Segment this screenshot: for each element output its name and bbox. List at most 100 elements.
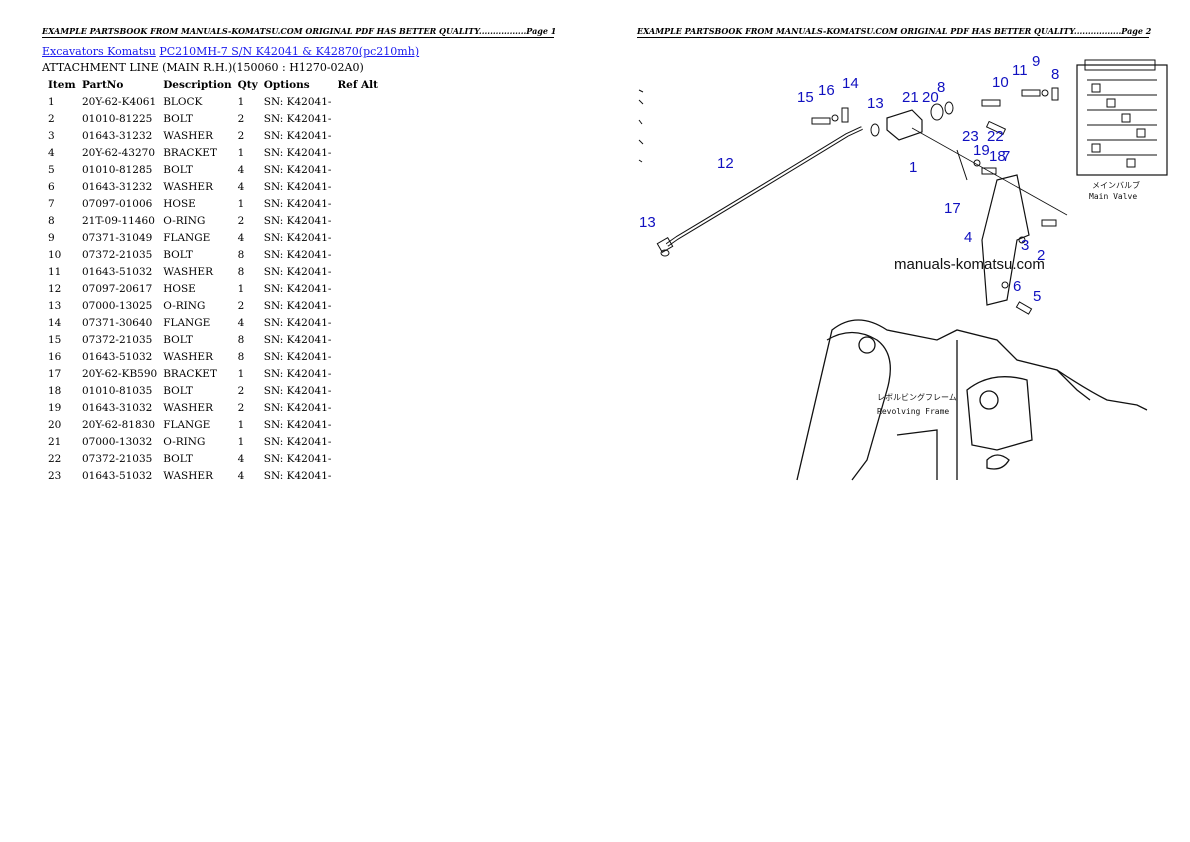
quantity-cell: 4: [237, 180, 245, 193]
options-cell: SN: K42041-: [263, 282, 332, 295]
callout-7: 7: [1002, 148, 1010, 165]
breadcrumb-category-link[interactable]: Excavators Komatsu: [42, 45, 156, 58]
fasteners-drawing: [811, 87, 1059, 315]
description-cell: BRACKET: [163, 146, 217, 159]
quantity-cell: 8: [237, 248, 245, 261]
quantity-cell: 1: [237, 435, 245, 448]
options-cell: SN: K42041-: [263, 418, 332, 431]
options-cell: SN: K42041-: [263, 299, 332, 312]
item-number-cell: 13: [48, 299, 62, 312]
quantity-cell: 1: [237, 95, 245, 108]
description-cell: O-RING: [163, 299, 206, 312]
quantity-cell: 8: [237, 333, 245, 346]
description-cell: FLANGE: [163, 418, 211, 431]
part-number-cell: 01010-81035: [82, 384, 153, 397]
callout-13: 13: [639, 214, 656, 231]
part-number-cell: 07371-31049: [82, 231, 153, 244]
item-number-cell: 8: [48, 214, 55, 227]
item-number-cell: 21: [48, 435, 62, 448]
description-cell: BOLT: [163, 384, 193, 397]
item-number-cell: 9: [48, 231, 55, 244]
item-number-cell: 20: [48, 418, 62, 431]
quantity-cell: 1: [237, 282, 245, 295]
section-title: ATTACHMENT LINE (MAIN R.H.)(150060 : H12…: [42, 61, 364, 74]
left-edge-marks: [638, 89, 644, 163]
breadcrumb-model-link[interactable]: PC210MH-7 S/N K42041 & K42870(pc210mh): [159, 45, 420, 58]
callout-8: 8: [937, 79, 945, 96]
ref-alt-cell: [334, 212, 381, 229]
column-header-ref-alt: Ref Alt: [337, 79, 379, 91]
column-header-partno: PartNo: [82, 79, 124, 91]
callout-19: 19: [973, 142, 990, 159]
quantity-cell: 4: [237, 469, 245, 482]
item-number-cell: 4: [48, 146, 55, 159]
options-cell: SN: K42041-: [263, 231, 332, 244]
options-cell: SN: K42041-: [263, 367, 332, 380]
page-2-header: EXAMPLE PARTSBOOK FROM MANUALS-KOMATSU.C…: [637, 26, 1152, 36]
item-number-cell: 17: [48, 367, 62, 380]
callout-13: 13: [867, 95, 884, 112]
ref-alt-cell: [334, 314, 381, 331]
description-cell: WASHER: [163, 265, 213, 278]
callout-22: 22: [987, 128, 1004, 145]
description-cell: WASHER: [163, 180, 213, 193]
ref-alt-cell: [334, 365, 381, 382]
options-cell: SN: K42041-: [263, 384, 332, 397]
ref-alt-cell: [334, 331, 381, 348]
quantity-cell: 4: [237, 452, 245, 465]
callout-14: 14: [842, 75, 859, 92]
item-number-cell: 7: [48, 197, 55, 210]
callout-5: 5: [1033, 288, 1041, 305]
quantity-cell: 4: [237, 163, 245, 176]
options-cell: SN: K42041-: [263, 163, 332, 176]
description-cell: WASHER: [163, 350, 213, 363]
part-number-cell: 07097-20617: [82, 282, 153, 295]
hose-12-drawing: [656, 123, 880, 257]
callout-17: 17: [944, 200, 961, 217]
quantity-cell: 8: [237, 350, 245, 363]
ref-alt-cell: [334, 161, 381, 178]
main-valve-label-jp: メインバルブ: [1092, 180, 1140, 190]
part-number-cell: 21T-09-11460: [82, 214, 155, 227]
exploded-parts-diagram: manuals-komatsu.com メインバルブ Main Valve レボ…: [638, 53, 1168, 481]
options-cell: SN: K42041-: [263, 469, 332, 482]
ref-alt-cell: [334, 280, 381, 297]
options-cell: SN: K42041-: [263, 401, 332, 414]
column-header-qty: Qty: [237, 79, 258, 91]
callout-8: 8: [1051, 66, 1059, 83]
part-number-cell: 07000-13025: [82, 299, 153, 312]
options-cell: SN: K42041-: [263, 265, 332, 278]
description-cell: HOSE: [163, 282, 196, 295]
quantity-cell: 1: [237, 418, 245, 431]
item-number-cell: 6: [48, 180, 55, 193]
table-header-row: Item PartNo Description Qty Options Ref …: [42, 77, 381, 93]
description-cell: WASHER: [163, 469, 213, 482]
description-cell: O-RING: [163, 214, 206, 227]
part-number-cell: 07372-21035: [82, 248, 153, 261]
ref-alt-cell: [334, 399, 381, 416]
page-1-header-rule: [42, 37, 554, 38]
page-1-header: EXAMPLE PARTSBOOK FROM MANUALS-KOMATSU.C…: [42, 26, 557, 36]
column-header-options: Options: [263, 79, 310, 91]
part-number-cell: 01643-51032: [82, 350, 153, 363]
quantity-cell: 1: [237, 197, 245, 210]
quantity-cell: 4: [237, 316, 245, 329]
ref-alt-cell: [334, 144, 381, 161]
watermark-text: manuals-komatsu.com: [894, 256, 1045, 273]
revolving-frame-drawing: [796, 319, 1148, 481]
description-cell: BRACKET: [163, 367, 217, 380]
callout-2: 2: [1037, 247, 1045, 264]
quantity-cell: 2: [237, 401, 245, 414]
quantity-cell: 8: [237, 265, 245, 278]
